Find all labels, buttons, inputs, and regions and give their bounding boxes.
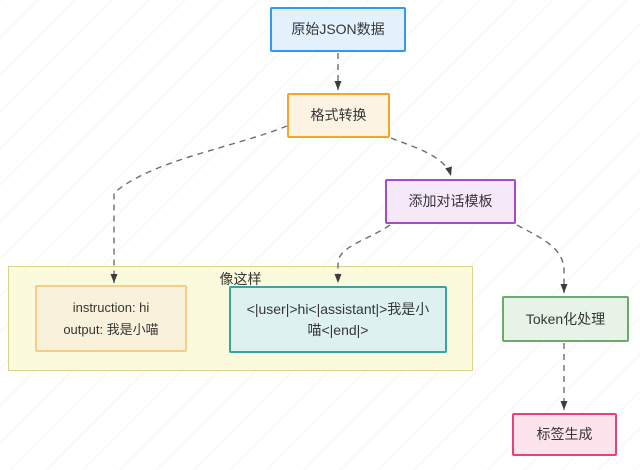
chat-template-example-label: <|user|>hi<|assistant|>我是小喵<|end|> — [246, 301, 430, 338]
arrow-format-to-template — [390, 137, 452, 177]
node-raw-json-data: 原始JSON数据 — [270, 7, 406, 52]
node-tokenization-label: Token化处理 — [525, 310, 606, 327]
node-format-conversion: 格式转换 — [287, 93, 390, 138]
node-format-conversion-label: 格式转换 — [310, 107, 367, 124]
instruction-example-line2: output: 我是小喵 — [63, 321, 159, 337]
arrow-format-to-instruction-example — [110, 125, 288, 283]
node-add-chat-template: 添加对话模板 — [385, 179, 516, 224]
instruction-example-line1: instruction: hi — [72, 299, 150, 315]
node-raw-json-data-label: 原始JSON数据 — [291, 21, 385, 38]
arrow-template-to-tokenize — [516, 224, 568, 293]
node-instruction-example: instruction: hi output: 我是小喵 — [35, 285, 187, 352]
node-tokenization: Token化处理 — [502, 296, 629, 342]
node-label-generation-label: 标签生成 — [536, 426, 593, 443]
node-label-generation: 标签生成 — [512, 413, 617, 456]
node-chat-template-example: <|user|>hi<|assistant|>我是小喵<|end|> — [229, 286, 447, 353]
node-add-chat-template-label: 添加对话模板 — [408, 193, 493, 210]
